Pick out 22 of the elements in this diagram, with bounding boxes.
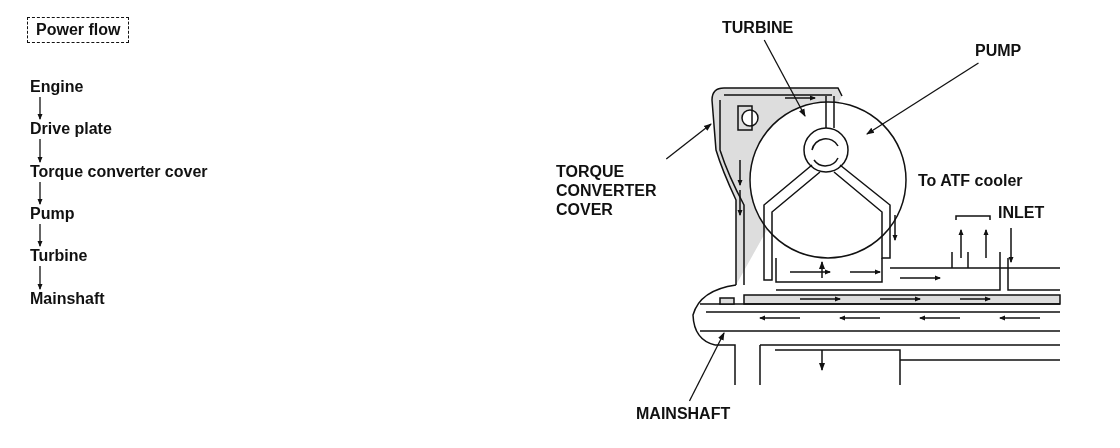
part-label: MAINSHAFT [636,404,731,423]
leader-line [688,332,725,402]
flow-step: Mainshaft [30,290,105,308]
callout-label: INLET [998,203,1045,222]
callout-label: To ATF cooler [918,171,1023,190]
part-label: TORQUE CONVERTER COVER [556,162,696,219]
flow-arrow [37,265,43,290]
flow-arrow [37,96,43,120]
leader-line [665,123,712,160]
part-label: TURBINE [722,18,794,37]
flow-arrow [37,138,43,163]
flow-step: Pump [30,205,75,223]
flow-step: Torque converter cover [30,163,208,181]
flow-step: Turbine [30,247,88,265]
leader-line [866,62,980,135]
flow-step: Drive plate [30,120,112,138]
flow-arrow [37,181,43,205]
flow-step: Engine [30,78,84,96]
flow-arrow [37,223,43,247]
leader-line [763,39,806,117]
part-label: PUMP [975,41,1022,60]
title-box: Power flow [27,17,130,43]
